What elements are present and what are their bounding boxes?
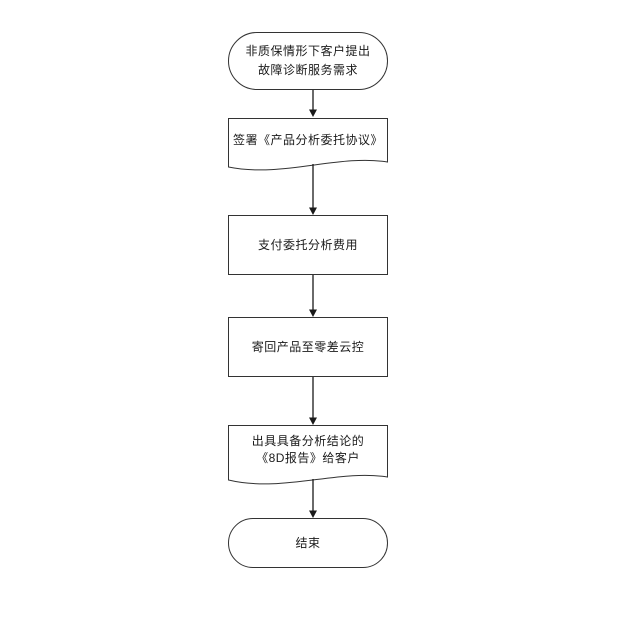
- connector-arrow-start-to-sign: [309, 90, 317, 117]
- node-sign-agreement-document: 签署《产品分析委托协议》: [228, 118, 388, 178]
- document-shape: [228, 118, 388, 171]
- node-label: 支付委托分析费用: [257, 237, 358, 252]
- node-pay-fee-process: 支付委托分析费用: [228, 215, 388, 275]
- document-shape: [228, 425, 388, 485]
- node-label: 签署《产品分析委托协议》: [232, 132, 383, 147]
- node-start-terminator: 非质保情形下客户提出 故障诊断服务需求: [228, 32, 388, 90]
- connector-arrow-pay-to-ship: [309, 275, 317, 317]
- node-label: 结束: [295, 535, 321, 550]
- connector-arrow-ship-to-report: [309, 377, 317, 425]
- node-8d-report-document: 出具具备分析结论的 《8D报告》给客户: [228, 425, 388, 489]
- node-label: 《8D报告》给客户: [256, 451, 360, 465]
- node-label: 非质保情形下客户提出: [245, 44, 371, 58]
- node-label: 故障诊断服务需求: [257, 63, 358, 77]
- node-end-terminator: 结束: [228, 518, 388, 568]
- node-label: 出具具备分析结论的: [251, 434, 365, 448]
- node-label: 寄回产品至零差云控: [251, 339, 365, 354]
- node-return-product-process: 寄回产品至零差云控: [228, 317, 388, 377]
